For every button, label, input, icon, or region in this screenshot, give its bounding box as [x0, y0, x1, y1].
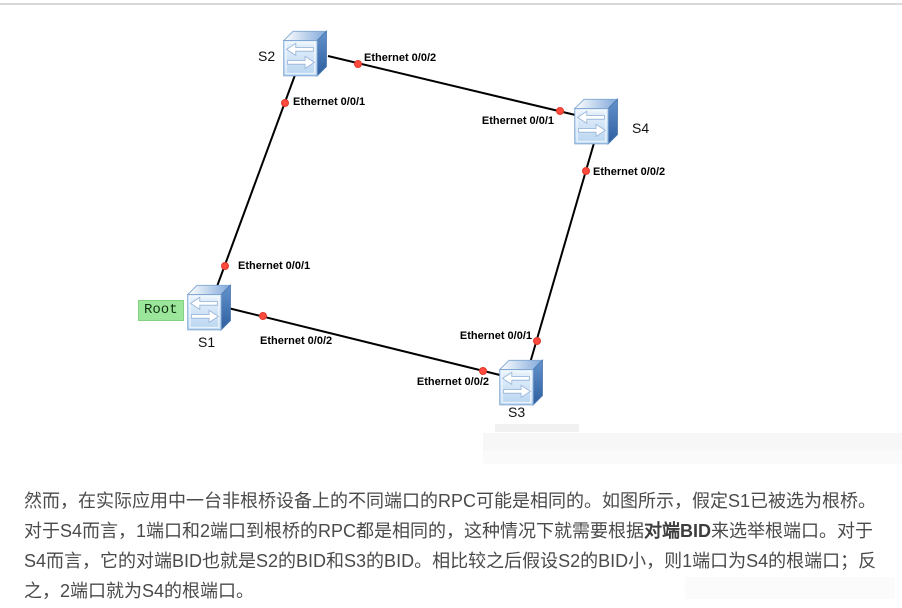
port-label-s2-e1: Ethernet 0/0/1: [293, 96, 366, 108]
article-line-3: S4而言，它的对端BID也就是S2的BID和S3的BID。相比较之后假设S2的B…: [24, 546, 894, 576]
article-paragraph: 然而，在实际应用中一台非根桥设备上的不同端口的RPC可能是相同的。如图所示，假定…: [24, 486, 894, 606]
article-text: 对于S4而言，1端口和2端口到根桥的RPC都是相同的，这种情况下就需要根据: [24, 521, 645, 541]
article-line-2: 对于S4而言，1端口和2端口到根桥的RPC都是相同的，这种情况下就需要根据对端B…: [24, 516, 894, 546]
port-label-s3-e1: Ethernet 0/0/1: [459, 330, 532, 342]
switch-icon-s4: [571, 97, 623, 148]
article-text: 然而，在实际应用中一台非根桥设备上的不同端口的RPC可能是相同的。如图所示，假定…: [24, 491, 877, 511]
watermark: [483, 433, 902, 450]
device-label-s1: S1: [198, 334, 216, 350]
port-dot-s2-e1: [281, 99, 289, 107]
port-dot-s3-e1: [533, 337, 541, 345]
port-label-s1-e1: Ethernet 0/0/1: [238, 260, 311, 272]
device-label-s3: S3: [508, 404, 526, 420]
watermark: [495, 424, 579, 432]
article-bold-term: 对端BID: [644, 521, 712, 541]
root-badge: Root: [138, 300, 184, 321]
top-divider: [0, 3, 902, 5]
article-text: 之，2端口就为S4的根端口。: [24, 581, 255, 601]
watermark: [483, 450, 902, 464]
port-dot-s4-e2: [582, 167, 590, 175]
article-text: S4而言，它的对端BID也就是S2的BID和S3的BID。相比较之后假设S2的B…: [24, 551, 877, 571]
article-text: 来选举根端口。对于: [711, 521, 874, 541]
watermark: [685, 577, 895, 599]
switch-icon-s3: [496, 358, 548, 409]
port-label-s4-e1: Ethernet 0/0/1: [481, 115, 554, 127]
switch-icon-s2: [280, 29, 332, 80]
port-dot-s1-e1: [221, 262, 229, 270]
port-dot-s1-e2: [259, 312, 267, 320]
article-line-4: 之，2端口就为S4的根端口。: [24, 576, 894, 606]
port-dot-s2-e2: [354, 60, 362, 68]
switch-icon-s1: [184, 283, 236, 334]
link-s2-s4: [327, 55, 589, 119]
link-s4-s3: [527, 142, 595, 371]
port-label-s4-e2: Ethernet 0/0/2: [593, 166, 666, 178]
article-line-1: 然而，在实际应用中一台非根桥设备上的不同端口的RPC可能是相同的。如图所示，假定…: [24, 486, 894, 516]
port-label-s3-e2: Ethernet 0/0/2: [416, 376, 489, 388]
device-label-s4: S4: [632, 120, 650, 136]
port-label-s1-e2: Ethernet 0/0/2: [260, 335, 333, 347]
device-label-s2: S2: [258, 48, 276, 64]
port-dot-s4-e1: [556, 107, 564, 115]
port-dot-s3-e2: [479, 367, 487, 375]
port-label-s2-e2: Ethernet 0/0/2: [364, 52, 437, 64]
